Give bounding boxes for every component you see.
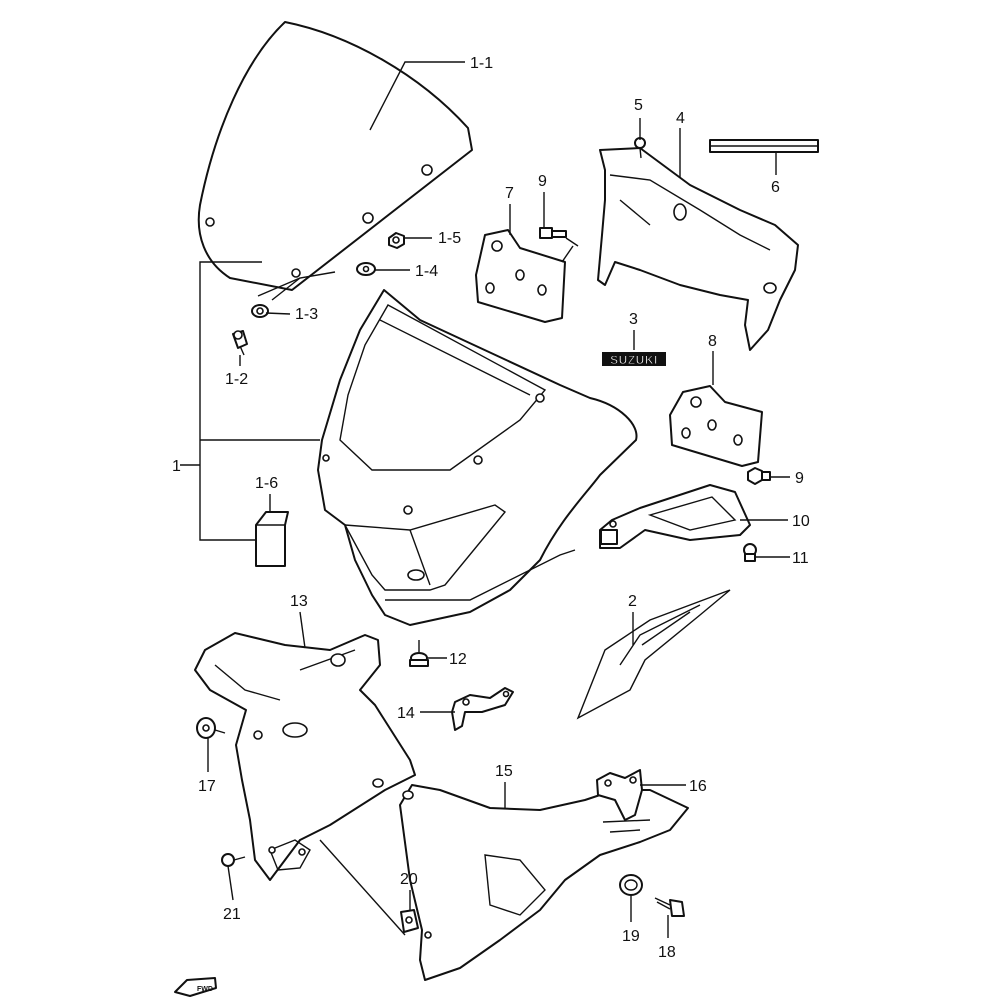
label-1-6: 1-6 (255, 475, 278, 492)
screw-21 (221, 853, 246, 867)
label-8: 8 (708, 333, 717, 350)
washer-1-4 (356, 262, 376, 276)
screw-17 (196, 717, 226, 739)
inner-panel-part (597, 147, 799, 351)
bracket-7 (475, 229, 566, 323)
label-19: 19 (622, 928, 640, 945)
label-12: 12 (449, 651, 467, 668)
bracket-8 (669, 385, 763, 467)
label-3: 3 (629, 311, 638, 328)
nut-20 (400, 909, 419, 933)
label-1-2: 1-2 (225, 371, 248, 388)
label-7: 7 (505, 185, 514, 202)
label-11: 11 (792, 550, 809, 567)
screw-1-2 (232, 330, 248, 356)
label-6: 6 (771, 179, 780, 196)
bracket-16 (596, 769, 643, 821)
grommet-19 (619, 874, 643, 896)
emblem-3: SUZUKI (602, 352, 666, 367)
label-4: 4 (676, 110, 685, 127)
label-18: 18 (658, 944, 676, 961)
label-14: 14 (397, 705, 415, 722)
bracket-14 (451, 687, 514, 731)
part-labels: 1-1 1-5 1-4 1-3 1-2 1 1-6 5 4 6 9 7 3 8 … (172, 55, 810, 961)
decal-2 (576, 589, 731, 720)
strip-6 (709, 139, 819, 153)
label-16: 16 (689, 778, 707, 795)
label-1-4: 1-4 (415, 263, 438, 280)
label-9b: 9 (795, 470, 804, 487)
label-20: 20 (400, 871, 418, 888)
emblem-logo-text: SUZUKI (610, 353, 658, 367)
label-1-5: 1-5 (438, 230, 461, 247)
fwd-text: FWD (197, 986, 213, 993)
windscreen-part (197, 21, 473, 297)
side-cowl-13 (194, 632, 416, 881)
screw-12 (409, 640, 429, 667)
label-17: 17 (198, 778, 216, 795)
label-5: 5 (634, 97, 643, 114)
screw-11 (743, 543, 757, 562)
foam-block-1-6 (255, 511, 289, 567)
bolt-9b (747, 467, 771, 485)
label-2: 2 (628, 593, 637, 610)
nut-1-5 (388, 232, 405, 249)
fwd-arrow-icon: FWD (174, 977, 217, 997)
label-13: 13 (290, 593, 308, 610)
washer-1-3 (251, 304, 269, 318)
bolt-9a (539, 227, 579, 263)
screw-18 (654, 897, 685, 917)
label-15: 15 (495, 763, 513, 780)
label-9a: 9 (538, 173, 547, 190)
leader-lines (180, 61, 790, 938)
label-1-1: 1-1 (470, 55, 493, 72)
label-21: 21 (223, 906, 241, 923)
label-1-3: 1-3 (295, 306, 318, 323)
label-10: 10 (792, 513, 810, 530)
lower-cowl-15 (399, 784, 689, 981)
screw-5 (634, 137, 646, 159)
upper-cowl-part (317, 289, 638, 626)
bracket-10 (599, 484, 751, 549)
label-1: 1 (172, 458, 181, 475)
